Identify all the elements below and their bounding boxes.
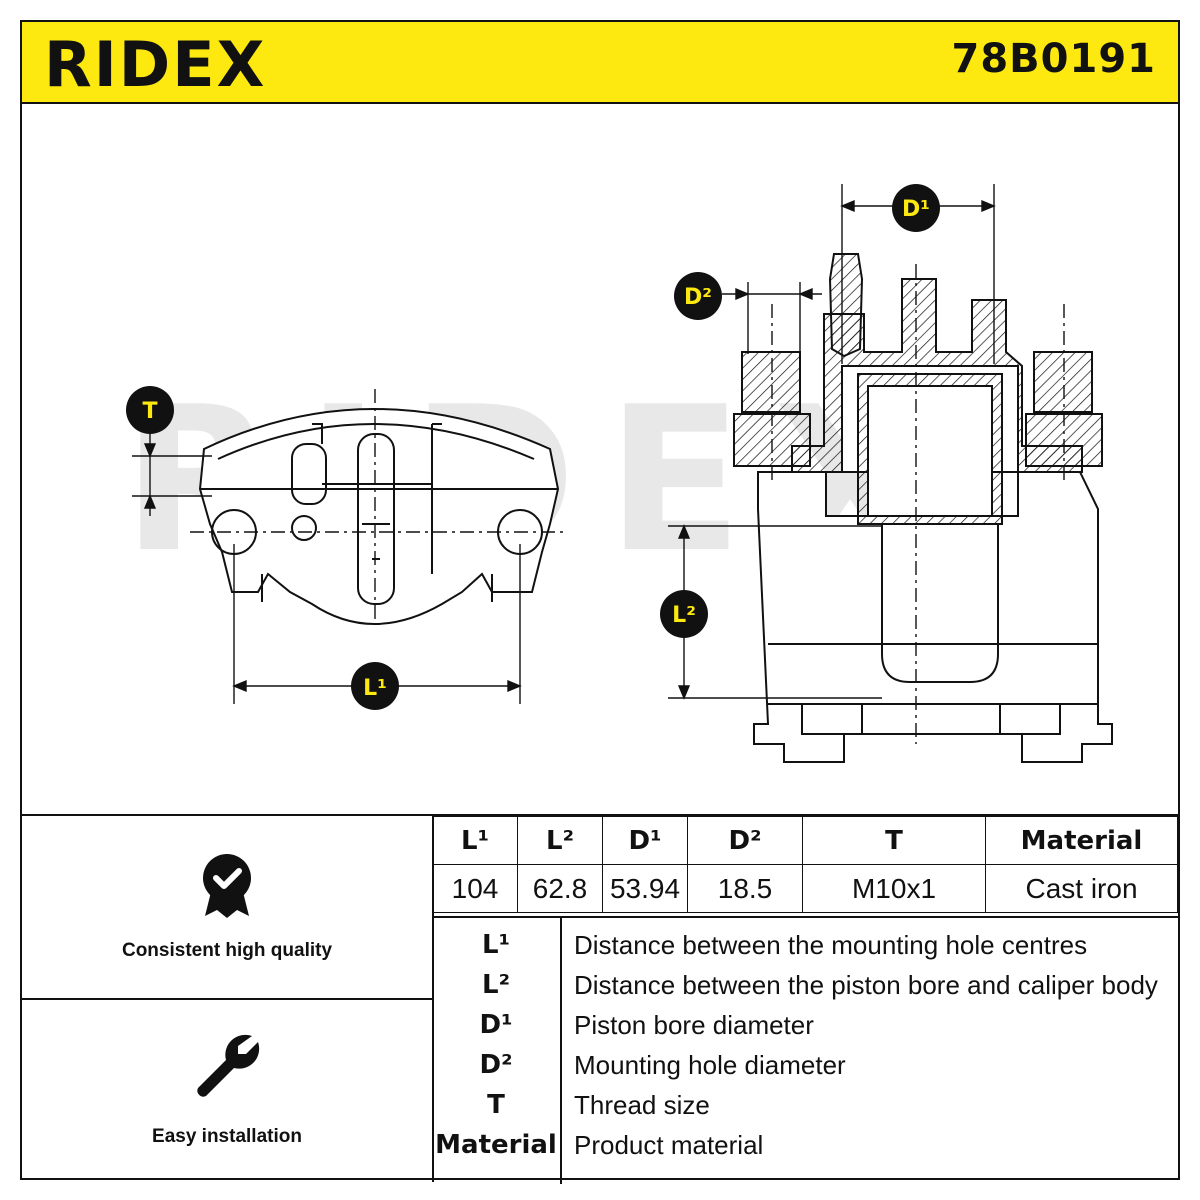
- legend-description: Distance between the mounting hole centr…: [574, 930, 1088, 960]
- t-dimension: [132, 432, 212, 516]
- feature-divider: [22, 998, 432, 1000]
- dimension-header-row: L¹ L² D¹ D² T Material: [432, 816, 1178, 865]
- l1-marker: L¹: [351, 662, 399, 710]
- dimension-value: M10x1: [802, 864, 986, 913]
- svg-text:D²: D²: [684, 285, 712, 310]
- legend-row: Material Product material: [432, 1130, 1178, 1170]
- brand-logo: RIDEX: [44, 28, 266, 98]
- dimension-header: Material: [985, 816, 1178, 865]
- legend-divider: [560, 918, 562, 1184]
- svg-text:L²: L²: [672, 603, 696, 628]
- svg-text:D¹: D¹: [902, 197, 930, 222]
- dimension-legend: L¹ Distance between the mounting hole ce…: [432, 916, 1178, 1184]
- legend-row: D¹ Piston bore diameter: [432, 1010, 1178, 1050]
- dimension-header: L¹: [432, 816, 518, 865]
- legend-key: D¹: [479, 1010, 513, 1040]
- feature-installation: Easy installation: [22, 1000, 432, 1182]
- dimension-header: D²: [687, 816, 803, 865]
- part-number: 78B0191: [951, 36, 1156, 82]
- dimension-value: 18.5: [687, 864, 803, 913]
- legend-description: Product material: [574, 1130, 764, 1160]
- legend-description: Mounting hole diameter: [574, 1050, 846, 1080]
- l2-marker: L²: [660, 590, 708, 638]
- legend-key: T: [487, 1090, 505, 1120]
- legend-description: Thread size: [574, 1090, 710, 1120]
- legend-row: T Thread size: [432, 1090, 1178, 1130]
- dimension-value: 62.8: [517, 864, 603, 913]
- svg-text:L¹: L¹: [363, 676, 387, 701]
- dimension-value: Cast iron: [985, 864, 1178, 913]
- feature-label: Consistent high quality: [121, 940, 333, 961]
- dimension-header: L²: [517, 816, 603, 865]
- d1-marker: D¹: [892, 184, 940, 232]
- l1-dimension: [232, 544, 522, 704]
- d2-dimension: [722, 282, 822, 354]
- info-panel: Consistent high quality Easy installatio…: [22, 814, 1178, 1184]
- svg-text:T: T: [142, 399, 157, 424]
- legend-description: Distance between the piston bore and cal…: [574, 970, 1158, 1000]
- legend-key: L¹: [482, 930, 510, 960]
- feature-label: Easy installation: [152, 1126, 302, 1147]
- legend-key: L²: [482, 970, 510, 1000]
- legend-key: Material: [435, 1130, 557, 1160]
- legend-row: L¹ Distance between the mounting hole ce…: [432, 930, 1178, 970]
- legend-row: L² Distance between the piston bore and …: [432, 970, 1178, 1010]
- legend-row: D² Mounting hole diameter: [432, 1050, 1178, 1090]
- feature-quality: Consistent high quality: [22, 816, 432, 998]
- technical-drawing: RIDEX: [122, 184, 1113, 763]
- feature-list: Consistent high quality Easy installatio…: [22, 816, 434, 1182]
- brand-logo-text: RIDEX: [44, 28, 266, 98]
- dimension-value-row: 104 62.8 53.94 18.5 M10x1 Cast iron: [432, 864, 1178, 913]
- d2-marker: D²: [674, 272, 722, 320]
- dimension-value: 53.94: [602, 864, 688, 913]
- legend-key: D²: [479, 1050, 513, 1080]
- dimension-header: T: [802, 816, 986, 865]
- product-sheet: RIDEX 78B0191 RIDEX: [20, 20, 1180, 1184]
- dimension-table: L¹ L² D¹ D² T Material 104 62.8 53.94 18…: [432, 816, 1178, 916]
- caliper-section-view: [753, 471, 1113, 763]
- caliper-side-view: [198, 408, 560, 625]
- dimension-header: D¹: [602, 816, 688, 865]
- quality-badge-icon: [203, 854, 251, 918]
- t-marker: T: [126, 386, 174, 434]
- legend-description: Piston bore diameter: [574, 1010, 814, 1040]
- header-bar: RIDEX 78B0191: [22, 22, 1178, 104]
- bleed-screw: [828, 253, 864, 358]
- dimension-value: 104: [432, 864, 518, 913]
- wrench-icon: [197, 1034, 260, 1097]
